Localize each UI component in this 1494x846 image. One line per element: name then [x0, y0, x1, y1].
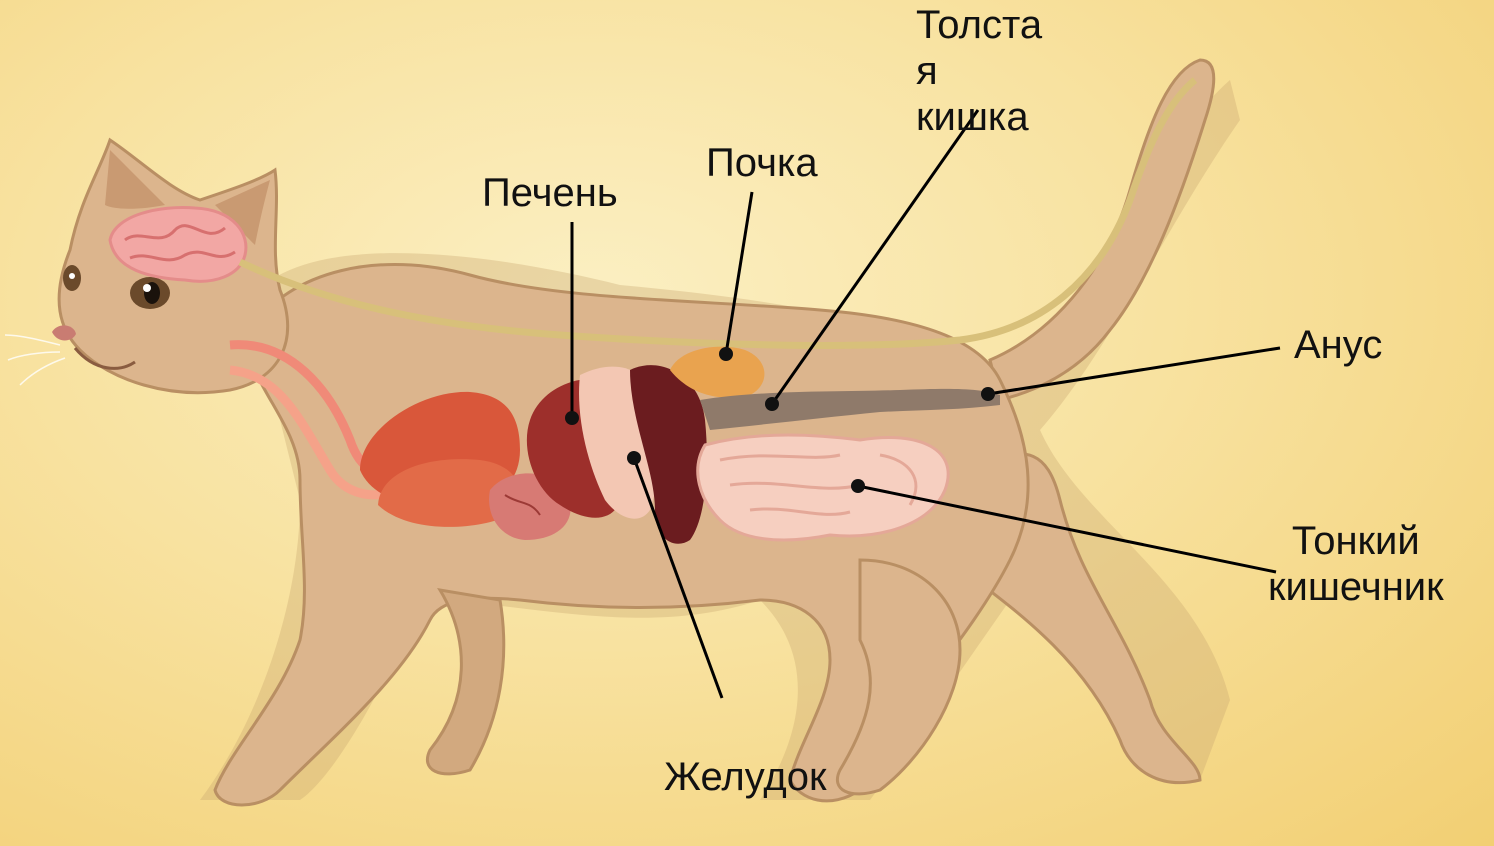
small-intestine [698, 435, 948, 540]
label-stomach: Желудок [664, 754, 826, 800]
cat-whiskers [5, 335, 65, 385]
label-large-intestine: Толста я кишка [916, 2, 1042, 140]
label-small-intestine: Тонкий кишечник [1268, 518, 1444, 610]
cat-front-leg-back [427, 590, 503, 774]
label-liver: Печень [482, 170, 618, 216]
label-kidney: Почка [706, 140, 818, 186]
label-anus: Анус [1294, 322, 1382, 368]
